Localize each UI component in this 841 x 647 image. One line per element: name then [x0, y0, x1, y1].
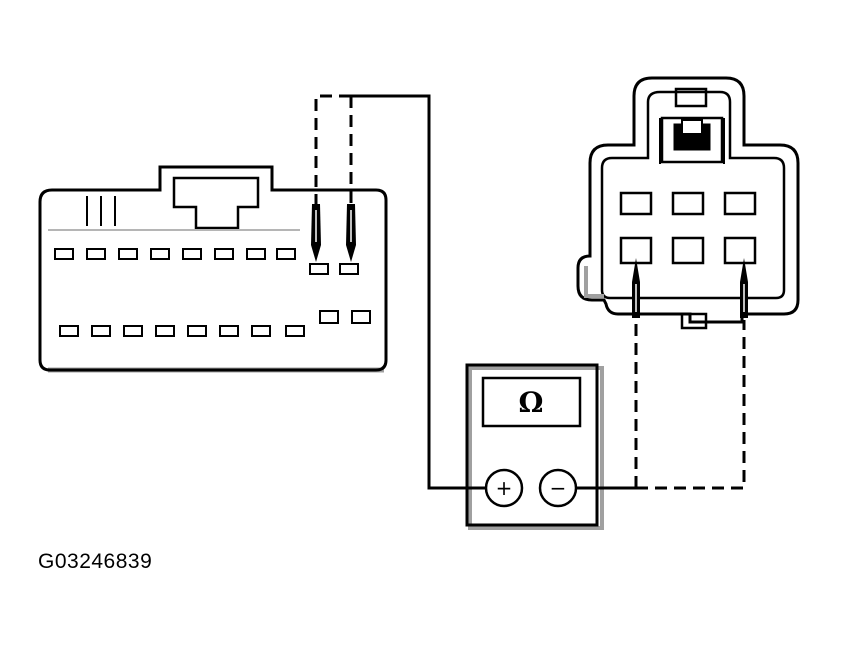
left-pin-cavity [118, 248, 138, 260]
negative-test-lead [576, 320, 746, 490]
multimeter-display-symbol: Ω [519, 386, 544, 419]
left-connector [38, 165, 388, 373]
multimeter-positive-label: + [496, 476, 513, 500]
right-connector-latch-top [674, 87, 708, 108]
left-pin-cavity [155, 325, 175, 337]
right-connector [576, 76, 800, 330]
jumper-wire-dashed [314, 94, 351, 204]
right-connector-side-tab [584, 266, 604, 298]
right-connector-key-tab [680, 312, 708, 330]
multimeter-negative-label: − [550, 476, 567, 500]
left-pin-cavity [319, 310, 339, 324]
right-connector-shell [576, 76, 800, 324]
left-pin-cavity [86, 248, 106, 260]
left-pin-cavity-probed [339, 263, 359, 275]
right-pin-cavity [723, 191, 757, 216]
multimeter-display [481, 376, 582, 428]
left-pin-cavity [187, 325, 207, 337]
left-connector-lock-tab [172, 176, 260, 230]
left-pin-cavity [123, 325, 143, 337]
positive-lead-wire [351, 94, 486, 490]
right-connector-latch-window [681, 119, 703, 135]
left-pin-cavity-probed [309, 263, 329, 275]
right-pin-cavity [671, 191, 705, 216]
positive-test-lead [314, 94, 486, 490]
left-pin-cavity [351, 310, 371, 324]
right-pin-cavity-probed [723, 236, 757, 265]
jumper-wire-dashed-right [636, 320, 746, 490]
right-connector-inner-shell [600, 90, 786, 300]
right-probes [632, 258, 748, 318]
left-pin-cavity [246, 248, 266, 260]
figure-reference-code: G03246839 [38, 550, 153, 573]
left-pin-cavity [150, 248, 170, 260]
left-connector-body [38, 165, 388, 372]
right-connector-latch-body [660, 116, 724, 164]
right-pin-cavity [671, 236, 705, 265]
left-pin-cavity [54, 248, 74, 260]
left-pin-cavity [182, 248, 202, 260]
left-pin-cavity [214, 248, 234, 260]
left-pin-cavity [59, 325, 79, 337]
left-pin-cavity [219, 325, 239, 337]
left-pin-cavity [91, 325, 111, 337]
left-pin-cavity [285, 325, 305, 337]
left-pin-cavity [251, 325, 271, 337]
multimeter-body [465, 363, 599, 527]
left-probes [311, 204, 356, 262]
multimeter-shadow [468, 366, 604, 530]
left-pin-cavity [276, 248, 296, 260]
right-pin-cavity [619, 191, 653, 216]
